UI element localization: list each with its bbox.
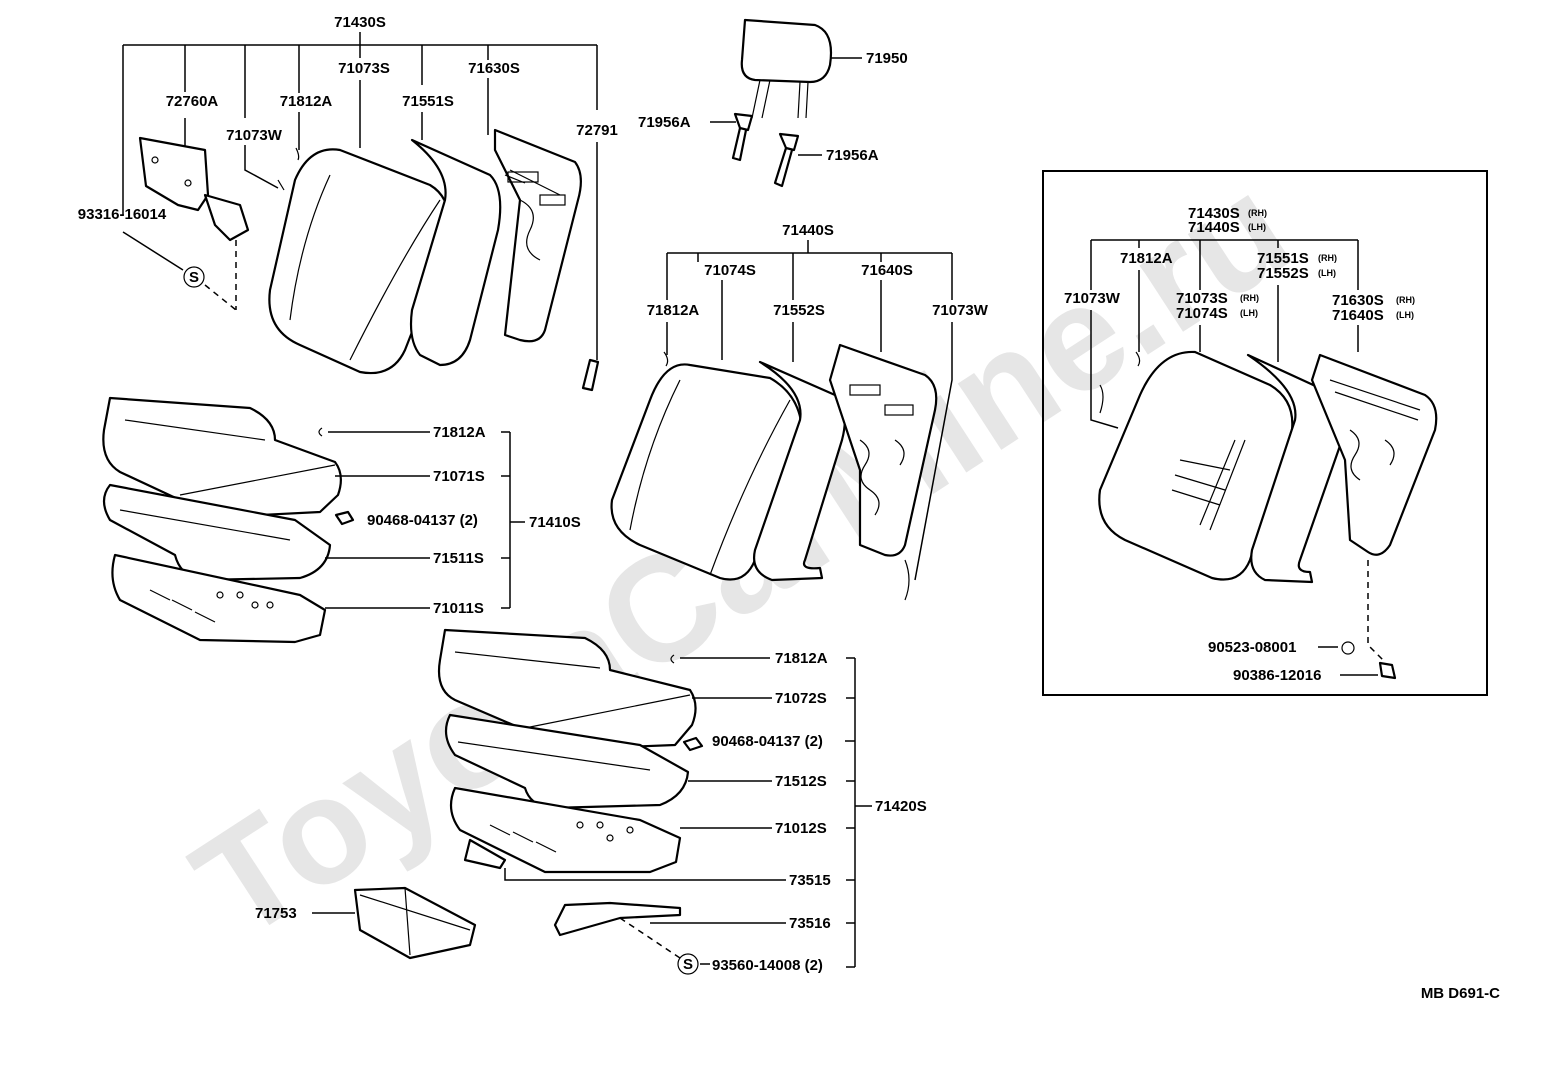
label-73515: 73515 — [789, 872, 831, 889]
svg-text:(LH): (LH) — [1318, 268, 1336, 278]
seatback-frame-rh — [493, 128, 582, 343]
seat-cushion-rh-group: 71410S 71812A 71071S 90468-04137 (2) 715… — [102, 396, 581, 644]
label-inset-71074s: 71074S — [1176, 305, 1228, 322]
label-71812a-cushion-lh: 71812A — [775, 650, 828, 667]
label-71073w-center: 71073W — [932, 302, 989, 319]
inset-seatback-cover — [1098, 350, 1294, 581]
headrest — [740, 18, 833, 84]
svg-text:(RH): (RH) — [1248, 208, 1267, 218]
label-inset-71552s: 71552S — [1257, 265, 1309, 282]
cushion-cover-lh — [437, 628, 697, 752]
svg-text:(RH): (RH) — [1240, 293, 1259, 303]
label-inset-71640s: 71640S — [1332, 307, 1384, 324]
label-93316-16014: 93316-16014 — [78, 206, 167, 223]
label-93560-14008: 93560-14008 (2) — [712, 957, 823, 974]
part-71753-box — [353, 886, 477, 960]
label-71956a-right: 71956A — [826, 147, 879, 164]
seatback-frame-lh — [828, 343, 938, 557]
s-mark-2 — [677, 953, 699, 975]
label-71071s: 71071S — [433, 468, 485, 485]
label-90468-04137-lh: 90468-04137 (2) — [712, 733, 823, 750]
seatback-cover-lh — [610, 363, 804, 581]
seatback-pad-rh — [409, 138, 502, 367]
label-71074s: 71074S — [704, 262, 756, 279]
cushion-frame-lh — [449, 786, 682, 874]
seat-back-rh-group: 71430S 71073S 71630S 72760A 71812A 71551… — [78, 14, 618, 392]
svg-text:(RH): (RH) — [1396, 295, 1415, 305]
headrest-group: 71950 71956A 71956A — [638, 18, 908, 188]
label-inset-71812a: 71812A — [1120, 250, 1173, 267]
svg-text:(RH): (RH) — [1318, 253, 1337, 263]
svg-text:(LH): (LH) — [1396, 310, 1414, 320]
label-71640s: 71640S — [861, 262, 913, 279]
label-inset-71073s: 71073S — [1176, 290, 1228, 307]
seat-back-lh-group: 71440S 71074S 71640S 71812A 71552S 71073… — [610, 222, 989, 601]
label-inset-71073w: 71073W — [1064, 290, 1121, 307]
svg-text:(LH): (LH) — [1248, 222, 1266, 232]
label-71073s: 71073S — [338, 60, 390, 77]
label-71956a-left: 71956A — [638, 114, 691, 131]
label-71073w: 71073W — [226, 127, 283, 144]
label-71812a-center: 71812A — [647, 302, 700, 319]
cushion-cover-rh — [102, 396, 342, 520]
label-71440s: 71440S — [782, 222, 834, 239]
label-inset-71630s: 71630S — [1332, 292, 1384, 309]
label-71950: 71950 — [866, 50, 908, 67]
label-71511s: 71511S — [433, 550, 484, 567]
label-72791: 72791 — [576, 122, 618, 139]
label-71551s: 71551S — [402, 93, 454, 110]
s-mark-1 — [183, 266, 205, 288]
cushion-frame-rh — [111, 553, 327, 644]
label-72760a: 72760A — [166, 93, 219, 110]
label-71552s: 71552S — [773, 302, 825, 319]
recliner-cover — [138, 136, 210, 212]
label-inset-71551s: 71551S — [1257, 250, 1309, 267]
label-71630s: 71630S — [468, 60, 520, 77]
svg-text:(LH): (LH) — [1240, 308, 1258, 318]
svg-text:S: S — [683, 956, 693, 973]
label-inset-71430s: 71430S — [1188, 205, 1240, 222]
part-73516-bracket — [553, 901, 682, 937]
label-71011s: 71011S — [433, 600, 484, 617]
label-71420s: 71420S — [875, 798, 927, 815]
label-73516: 73516 — [789, 915, 831, 932]
label-inset-90523-08001: 90523-08001 — [1208, 639, 1296, 656]
label-90468-04137-rh: 90468-04137 (2) — [367, 512, 478, 529]
drawing-code: MB D691-C — [1421, 985, 1500, 1002]
label-inset-71440s: 71440S — [1188, 219, 1240, 236]
label-71753: 71753 — [255, 905, 297, 922]
label-71812a-cushion-rh: 71812A — [433, 424, 486, 441]
seat-cushion-lh-group: 71753 S 71420S 71812A 71072S 90468-04137… — [255, 628, 927, 975]
label-71072s: 71072S — [775, 690, 827, 707]
label-71812a: 71812A — [280, 93, 333, 110]
label-inset-90386-12016: 90386-12016 — [1233, 667, 1321, 684]
label-71430s: 71430S — [334, 14, 386, 31]
svg-text:S: S — [189, 269, 199, 286]
label-71512s: 71512S — [775, 773, 827, 790]
label-71012s: 71012S — [775, 820, 827, 837]
label-71410s: 71410S — [529, 514, 581, 531]
inset-panel: 71430S (RH) 71440S (LH) 71812A 71551S (R… — [1042, 170, 1488, 696]
